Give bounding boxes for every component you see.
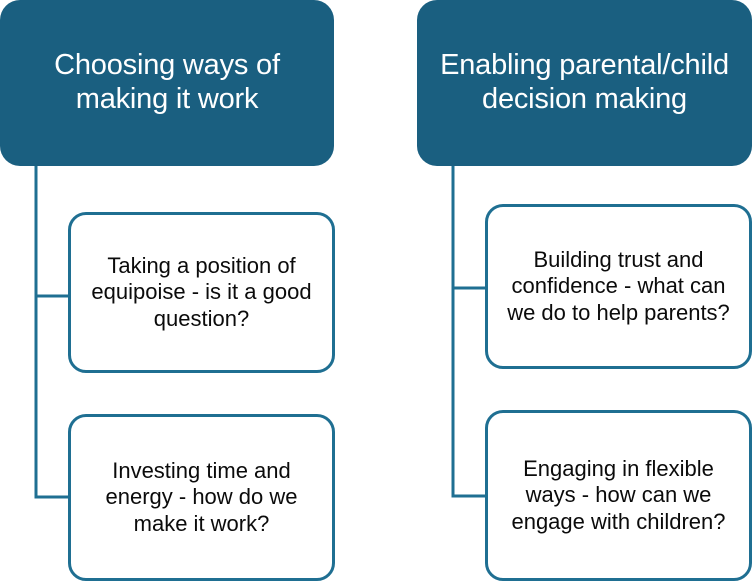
child-node-label: Taking a position of equipoise - is it a… [91, 252, 312, 331]
connector-left-child-1 [34, 164, 72, 298]
connector-left-child-2 [34, 294, 72, 499]
connector-right-child-2 [451, 286, 489, 498]
child-node-building-trust[interactable]: Building trust and confidence - what can… [485, 204, 752, 369]
child-node-investing-time[interactable]: Investing time and energy - how do we ma… [68, 414, 335, 581]
child-node-label: Investing time and energy - how do we ma… [105, 457, 298, 536]
child-node-label: Engaging in flexible ways - how can we e… [511, 455, 726, 534]
child-node-engaging-flexible-ways[interactable]: Engaging in flexible ways - how can we e… [485, 410, 752, 581]
header-node-choosing-ways[interactable]: Choosing ways of making it work [0, 0, 334, 166]
connector-right-child-1 [451, 164, 489, 290]
header-node-enabling-decision-making[interactable]: Enabling parental/child decision making [417, 0, 752, 166]
child-node-taking-a-position[interactable]: Taking a position of equipoise - is it a… [68, 212, 335, 373]
header-node-label: Choosing ways of making it work [54, 49, 280, 115]
header-node-label: Enabling parental/child decision making [440, 49, 729, 115]
child-node-label: Building trust and confidence - what can… [507, 246, 730, 325]
